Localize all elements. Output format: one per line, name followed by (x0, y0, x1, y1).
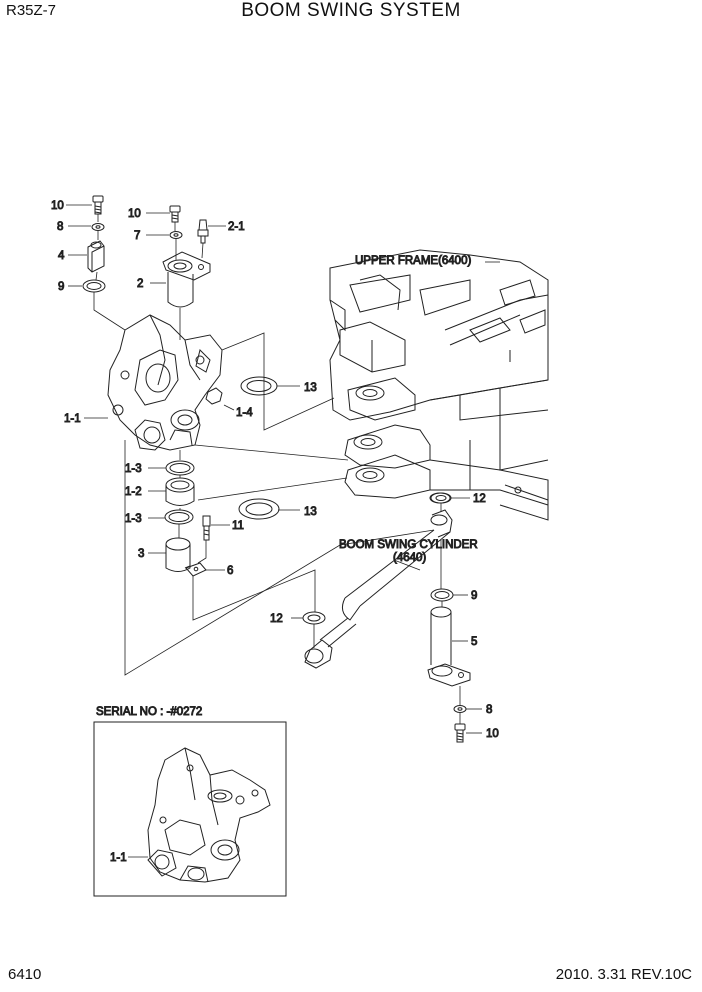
pin-3 (165, 537, 191, 572)
inset-bracket-drawing (147, 747, 271, 883)
callout-12-right: 12 (473, 493, 486, 505)
callout-13-upper: 13 (304, 382, 317, 394)
serial-no-caption: SERIAL NO : -#0272 (96, 706, 202, 718)
lock-plate-4 (87, 240, 105, 273)
callout-13-lower: 13 (304, 506, 317, 518)
callout-9-left: 9 (58, 281, 64, 293)
fitting-1-4 (205, 387, 223, 405)
model-code: R35Z-7 (6, 2, 57, 19)
boom-swing-cylinder-code: (4640) (393, 552, 426, 564)
callout-7: 7 (134, 230, 140, 242)
washer-8-right (453, 705, 467, 713)
callout-10-right: 10 (486, 728, 499, 740)
bolt-11 (202, 515, 211, 541)
callout-8-right: 8 (486, 704, 492, 716)
bushing-1-2 (165, 477, 195, 506)
plate-6 (185, 562, 207, 577)
callout-5: 5 (471, 636, 477, 648)
callout-10-center: 10 (128, 208, 141, 220)
shim-1-3-lower (164, 509, 194, 525)
callout-3: 3 (138, 548, 144, 560)
upper-frame-caption: UPPER FRAME(6400) (355, 255, 471, 267)
shim-1-3-upper (165, 460, 195, 476)
revision-date: 2010. 3.31 REV.10C (555, 966, 692, 983)
boom-swing-cylinder-caption: BOOM SWING CYLINDER (339, 539, 478, 551)
bushing-12-right (429, 492, 451, 504)
shim-13-upper (240, 376, 278, 396)
washer-8-left (91, 223, 105, 231)
leader-lines (66, 204, 500, 734)
callout-11: 11 (232, 520, 244, 532)
callout-1-1: 1-1 (64, 413, 81, 425)
callout-9-right: 9 (471, 590, 477, 602)
callout-1-4: 1-4 (236, 407, 253, 419)
callout-8-left: 8 (57, 221, 63, 233)
callout-1-3-lower: 1-3 (125, 513, 142, 525)
bolt-10-top-left (92, 195, 104, 215)
shim-13-lower (238, 498, 280, 520)
callout-4: 4 (58, 250, 65, 262)
callout-10-top-left: 10 (51, 200, 64, 212)
bolt-10-center (169, 205, 181, 223)
callout-1-1-inset: 1-1 (110, 852, 127, 864)
callout-2: 2 (137, 278, 143, 290)
callout-1-2: 1-2 (125, 486, 142, 498)
bushing-12-left (302, 611, 326, 625)
page-title: BOOM SWING SYSTEM (241, 0, 461, 21)
callout-12-left: 12 (270, 613, 283, 625)
swing-bracket-drawing (107, 314, 223, 451)
inset-frame (93, 721, 287, 897)
callout-2-1: 2-1 (228, 221, 245, 233)
callout-labels: 10 8 4 9 10 7 2-1 2 1-1 1-4 13 13 1-3 1-… (51, 200, 500, 741)
washer-7 (169, 231, 183, 239)
pin-2 (162, 251, 211, 308)
page-number: 6410 (8, 966, 42, 983)
callout-1-3-upper: 1-3 (125, 463, 142, 475)
boom-swing-cylinder-drawing (304, 492, 453, 669)
shim-9-left (82, 279, 106, 293)
shim-9-right (430, 588, 454, 602)
upper-frame-drawing (329, 249, 549, 521)
grease-nipple-2-1 (197, 219, 209, 244)
pin-5 (427, 606, 471, 687)
bolt-10-right (454, 723, 466, 743)
callout-6: 6 (227, 565, 233, 577)
